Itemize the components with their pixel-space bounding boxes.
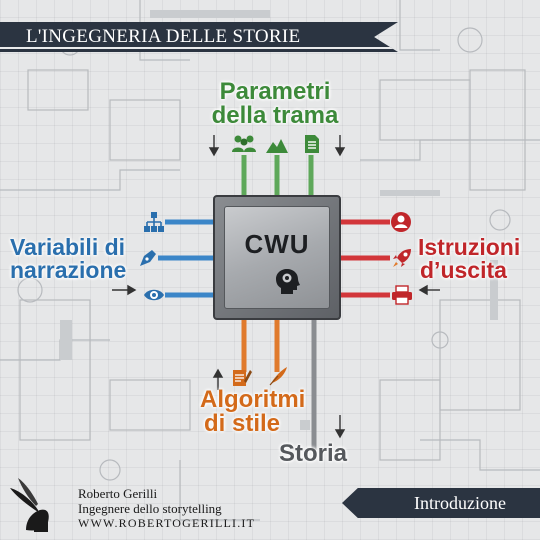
banner-title: L'INGEGNERIA DELLE STORIE [26, 26, 301, 47]
quill-icon [269, 367, 287, 386]
instruction-lines [340, 219, 390, 298]
printer-icon [392, 285, 412, 305]
author-name: Roberto Gerilli [78, 486, 158, 501]
brain-head-icon [276, 269, 300, 294]
narrative-vars-label: Variabili di narrazione [10, 234, 127, 283]
plot-params-label: Parametri della trama [211, 78, 339, 129]
eye-icon [144, 289, 164, 301]
title-banner: L'INGEGNERIA DELLE STORIE [0, 22, 398, 52]
author-block: Roberto Gerilli Ingegnere dello storytel… [78, 486, 255, 531]
document-icon [305, 135, 319, 153]
story-output-label: Storia [279, 440, 348, 467]
narrative-var-lines [158, 219, 214, 298]
author-role: Ingegnere dello storytelling [78, 501, 222, 516]
flow-arrows [112, 135, 440, 439]
mountain-icon [266, 139, 288, 153]
style-lines [241, 320, 280, 372]
group-icon [232, 135, 256, 152]
author-website: WWW.ROBERTOGERILLI.IT [78, 516, 256, 530]
chip-label: CWU [244, 229, 310, 259]
style-algos-label: Algoritmi di stile [200, 386, 306, 437]
plot-param-lines [241, 155, 314, 196]
notepad-icon [233, 370, 252, 386]
chip-die: CWU [224, 206, 330, 309]
section-banner: Introduzione [342, 488, 540, 518]
pen-nib-icon [140, 250, 156, 266]
person-icon [391, 212, 411, 232]
hierarchy-icon [144, 212, 164, 232]
rocket-icon [393, 249, 411, 267]
output-instructions-label: Istruzioni d’uscita [418, 234, 521, 283]
cwu-chip: CWU [213, 195, 341, 320]
section-label: Introduzione [414, 493, 506, 513]
quill-ink-logo-icon [10, 478, 49, 532]
